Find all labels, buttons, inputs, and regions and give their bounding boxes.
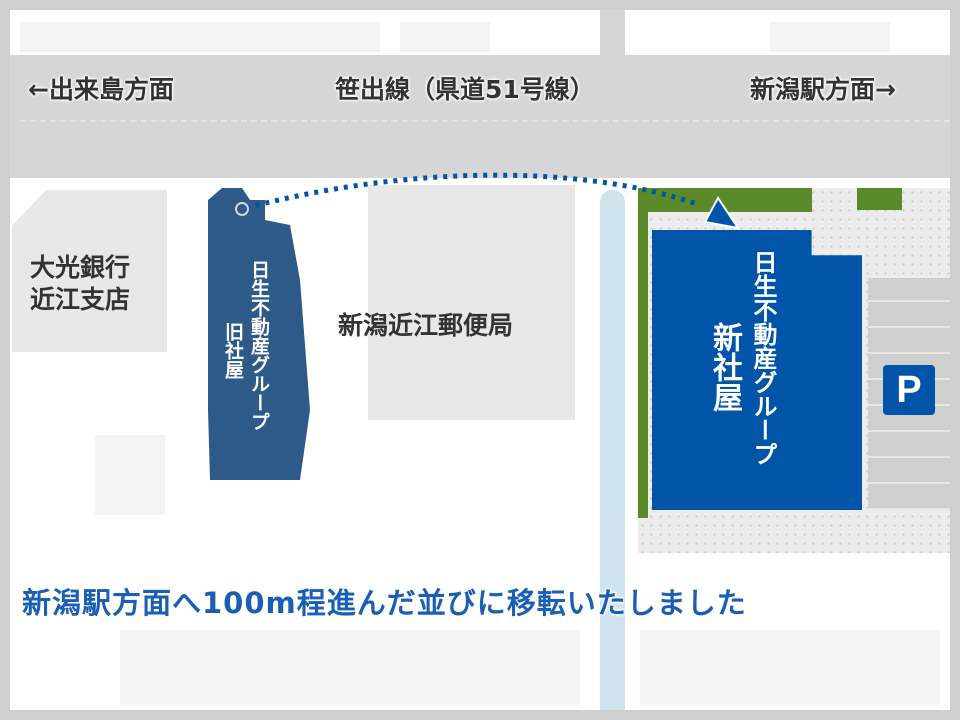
old-office-company: 日生不動産グループ	[248, 260, 270, 431]
relocation-arrow	[235, 172, 741, 230]
green-strip	[638, 188, 648, 518]
bank-block	[12, 190, 167, 352]
block	[95, 435, 165, 515]
block	[640, 630, 940, 705]
block	[20, 22, 380, 52]
old-office-label: 旧社屋	[222, 322, 244, 379]
canal	[600, 190, 625, 710]
new-building	[652, 230, 862, 510]
block	[770, 22, 890, 52]
new-office-label: 新社屋	[707, 322, 742, 412]
old-building-shape	[208, 188, 310, 480]
parking-sign-icon: P	[883, 365, 935, 415]
left-direction-label: ←出来島方面	[28, 75, 174, 104]
green-strip	[857, 188, 902, 210]
block	[400, 22, 490, 52]
main-road	[10, 55, 950, 178]
side-road	[600, 10, 625, 60]
right-direction-label: 新潟駅方面→	[750, 75, 896, 104]
bank-label: 大光銀行 近江支店	[30, 253, 131, 314]
road-name-label: 笹出線（県道51号線）	[335, 75, 595, 104]
new-office-company: 日生不動産グループ	[749, 250, 777, 466]
post-office-block	[368, 185, 575, 420]
relocation-caption: 新潟駅方面へ100m程進んだ並びに移転いたしました	[22, 586, 747, 620]
block	[120, 630, 580, 705]
lane-line	[20, 120, 950, 122]
post-office-label: 新潟近江郵便局	[338, 311, 514, 340]
